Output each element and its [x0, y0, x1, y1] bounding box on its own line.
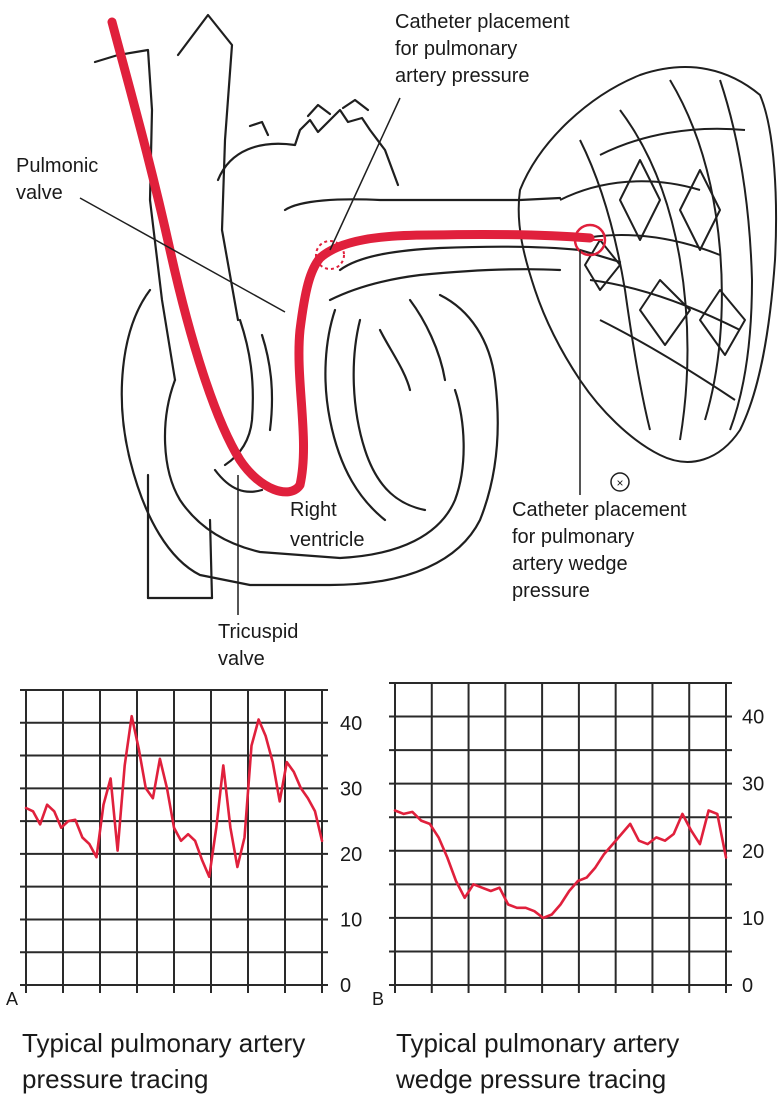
tracing-b-caption: Typical pulmonary artery wedge pressure … — [395, 1028, 686, 1094]
lung-illustration — [519, 67, 776, 462]
tricuspid-valve-label: Tricuspid valve — [218, 621, 304, 670]
tracing-a-caption: Typical pulmonary artery pressure tracin… — [22, 1028, 312, 1094]
y-tick-label: 20 — [340, 844, 362, 866]
pa-catheter-label: Catheter placement for pulmonary artery … — [395, 11, 575, 87]
y-tick-label: 40 — [742, 707, 764, 729]
catheter-line — [112, 22, 590, 492]
y-tick-label: 0 — [340, 975, 351, 997]
svg-text:×: × — [616, 476, 623, 490]
tracing-panel-b: 40 30 20 10 0 B Typical pulmonary artery wed… — [372, 683, 764, 1094]
y-tick-label: 20 — [742, 841, 764, 863]
tracing-b-panel-letter: B — [372, 989, 384, 1009]
y-tick-label: 0 — [742, 975, 753, 997]
y-tick-label: 10 — [340, 909, 362, 931]
tracing-a-grid — [20, 690, 328, 993]
y-tick-label: 30 — [742, 774, 764, 796]
tracing-b-line — [395, 811, 726, 918]
y-tick-label: 10 — [742, 908, 764, 930]
tracing-b-ticks: 40 30 20 10 0 — [742, 707, 764, 997]
tracing-a-panel-letter: A — [6, 989, 18, 1009]
wedge-catheter-label: Catheter placement for pulmonary artery … — [512, 499, 692, 602]
y-tick-label: 40 — [340, 713, 362, 735]
y-tick-label: 30 — [340, 778, 362, 800]
tracing-b-grid — [389, 683, 732, 993]
pulmonic-valve-label: Pulmonic valve — [16, 155, 104, 204]
tracing-a-ticks: 40 30 20 10 0 — [340, 713, 362, 997]
tracing-panel-a: 40 30 20 10 0 A Typical pulmonary artery pre… — [6, 690, 362, 1094]
right-ventricle-label: Right ventricle — [290, 499, 364, 551]
